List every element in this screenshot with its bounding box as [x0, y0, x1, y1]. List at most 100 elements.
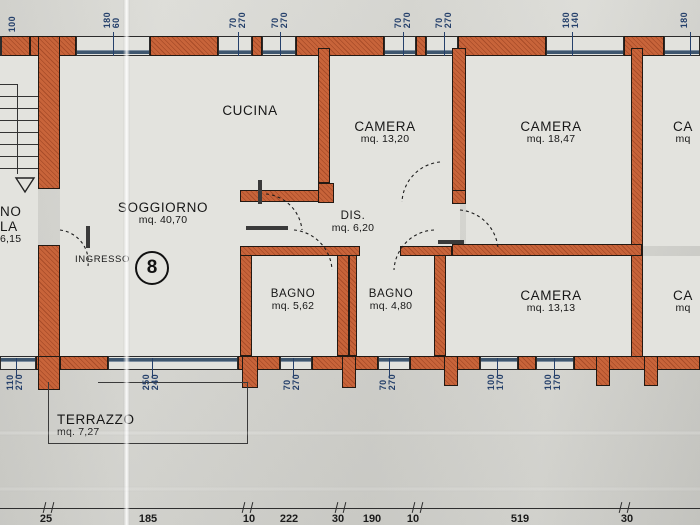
window-top-70-270-c: [384, 36, 416, 56]
room-area: mq. 13,20: [360, 133, 410, 146]
door-swing-bagno-480: [393, 229, 435, 271]
room-area: mq. 18,47: [526, 133, 576, 146]
scale-number: 30: [620, 513, 634, 525]
scale-bar-line: [0, 508, 700, 509]
room-name: DIS.: [340, 210, 366, 222]
room-area: mq. 7,27: [57, 426, 100, 439]
room-area: mq. 13,13: [526, 302, 576, 315]
room-label-terrazzo: TERRAZZO mq. 7,27: [57, 412, 135, 439]
window-top-180-140: [546, 36, 624, 56]
dimension-leader-top-5: [403, 32, 404, 56]
landing-line-1: NO: [0, 204, 22, 219]
wall-vertical-bagno-b: [337, 252, 349, 356]
door-swing-ingresso: [59, 229, 89, 267]
wall-top-seg-4: [252, 36, 262, 56]
wall-top-seg-1: [0, 36, 30, 56]
wall-camera-right-mid: [452, 244, 642, 256]
dimension-height: 270: [279, 12, 289, 29]
wall-top-seg-3: [150, 36, 218, 56]
wall-top-seg-8: [624, 36, 664, 56]
wall-dis-partition: [240, 246, 360, 256]
wall-camera1-bottom: [318, 183, 334, 203]
room-area: mq. 6,20: [331, 221, 375, 234]
room-fill-camera-1: [330, 56, 460, 246]
window-bottom-110-270: [0, 356, 36, 370]
door-swing-soggiorno-dis: [265, 193, 303, 231]
wall-vertical-landing: [38, 36, 60, 189]
scale-number: 519: [510, 513, 530, 525]
wall-camera2-bottom: [452, 190, 466, 204]
scale-number: 10: [406, 513, 420, 525]
wall-vertical-bagno-c: [349, 252, 357, 356]
dimension-height: 270: [402, 12, 412, 29]
terrazzo-outline-right: [247, 382, 248, 444]
wall-bottom-pier-2: [242, 356, 258, 388]
dimension-bottom-3: 70 270: [282, 374, 301, 390]
room-label-camera-1847: CAMERA mq. 18,47: [520, 119, 581, 146]
dimension-leader-top-8: [690, 32, 691, 56]
landing-line-3: 6,15: [0, 233, 22, 246]
window-top-180-edge: [664, 36, 700, 56]
dimension-height: 60: [111, 17, 121, 29]
room-label-bagno-480: BAGNO mq. 4,80: [369, 288, 414, 313]
room-area: mq: [675, 133, 691, 146]
dimension-leader-bottom-3: [293, 358, 294, 378]
window-top-70-270-a: [218, 36, 252, 56]
room-name: CA: [673, 119, 693, 134]
room-fill-landing: [0, 56, 38, 356]
wall-bottom-seg-6: [518, 356, 536, 370]
room-label-dis: DIS. mq. 6,20: [332, 210, 374, 235]
room-name: CAMERA: [520, 119, 582, 134]
dimension-height: 140: [570, 12, 580, 29]
dimension-leader-top-7: [572, 32, 573, 56]
wall-vertical-ingresso: [38, 245, 60, 360]
door-leaf-camera2: [438, 240, 464, 244]
dimension-leader-bottom-5: [497, 358, 498, 378]
door-swing-camera-1320: [401, 161, 441, 203]
dimension-leader-top-3: [238, 32, 239, 56]
dimension-leader-top-2: [113, 32, 114, 56]
room-name: BAGNO: [270, 288, 316, 300]
room-fill-camera-2: [466, 56, 631, 246]
wall-bottom-pier-4: [444, 356, 458, 386]
scale-number: 10: [242, 513, 256, 525]
dimension-top-4: 70 270: [270, 12, 289, 29]
dimension-bottom-4: 70 270: [378, 374, 397, 390]
dimension-bottom-6: 100 170: [543, 374, 562, 390]
window-bottom-70-270-b: [378, 356, 410, 370]
wall-top-seg-5: [296, 36, 384, 56]
wall-vertical-bagno-a: [240, 248, 252, 356]
room-label-vano-scala: NO LA 6,15: [0, 204, 21, 246]
scale-number: 30: [331, 513, 345, 525]
room-area: mq. 5,62: [271, 299, 315, 312]
dimension-top-7: 180 140: [561, 12, 580, 29]
room-fill-cucina: [250, 56, 330, 176]
scale-number: 185: [138, 513, 158, 525]
dimension-top-6: 70 270: [434, 12, 453, 28]
scale-number: 222: [279, 513, 299, 525]
terrazzo-outline-top: [98, 382, 248, 383]
terrazzo-outline-left: [48, 382, 49, 444]
room-name: SOGGIORNO: [117, 200, 209, 215]
door-leaf-camera1: [258, 180, 262, 204]
dimension-width: 180: [679, 12, 689, 29]
room-label-camera-1320: CAMERA mq. 13,20: [354, 119, 415, 146]
dimension-width: 100: [7, 16, 17, 33]
staircase: [0, 72, 40, 182]
dimension-leader-bottom-1: [16, 358, 17, 378]
window-bottom-70-270-a: [280, 356, 312, 370]
window-bottom-250-240: [108, 356, 238, 370]
wall-dis-right: [400, 246, 452, 256]
wall-top-seg-6: [416, 36, 426, 56]
dimension-top-1: 100: [7, 16, 17, 33]
dimension-leader-bottom-4: [389, 358, 390, 378]
room-label-camera-right-top: CA mq: [673, 119, 693, 146]
dimension-leader-bottom-6: [554, 358, 555, 378]
dimension-height: 270: [237, 12, 247, 29]
room-fill-camera-4: [640, 256, 700, 356]
room-label-cucina: CUCINA: [222, 103, 277, 118]
dimension-top-8: 180: [679, 12, 689, 29]
room-label-camera-1313: CAMERA mq. 13,13: [520, 288, 581, 315]
wall-top-seg-7: [458, 36, 546, 56]
